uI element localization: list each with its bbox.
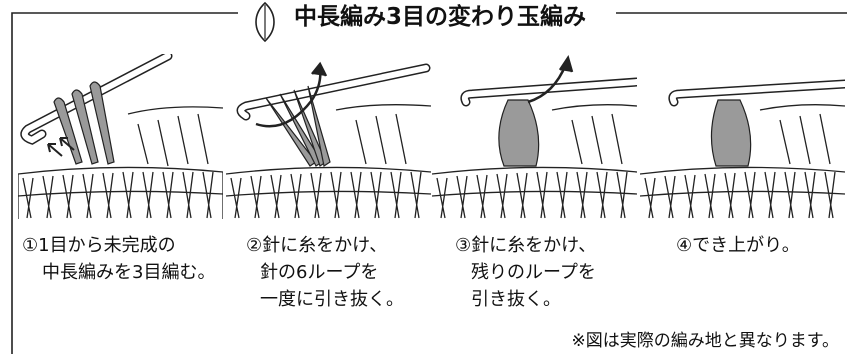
step1-illustration [18, 54, 223, 219]
crochet-hook [668, 79, 845, 107]
yarn-puff [710, 99, 752, 167]
yarn-loops [53, 81, 115, 165]
crochet-hook [20, 54, 173, 145]
step1-caption: ①1目から未完成の 中長編みを3目編む。 [22, 235, 216, 283]
pull-through-arrow [527, 55, 574, 104]
step2-caption: ②針に糸をかけ、 針の6ループを 一度に引き抜く。 [246, 235, 404, 310]
step3-caption: ③針に糸をかけ、 残りのループを 引き抜く。 [455, 235, 597, 310]
diagram-title: 中長編み3目の変わり玉編み [288, 0, 593, 34]
leaf-icon [255, 1, 275, 43]
direction-arrows [47, 137, 75, 157]
yarn-puff [498, 99, 540, 167]
step4-caption: ④でき上がり。 [676, 235, 800, 256]
crochet-hook [236, 63, 431, 121]
yarn-loops [265, 85, 331, 167]
disclaimer-note: ※図は実際の編み地と異なります。 [571, 331, 839, 351]
pull-through-arrow [255, 61, 328, 128]
step4-illustration [640, 79, 845, 219]
fabric-stitches [18, 171, 223, 219]
step3-illustration [432, 55, 637, 219]
step2-illustration [226, 61, 431, 219]
crochet-hook [460, 77, 637, 107]
